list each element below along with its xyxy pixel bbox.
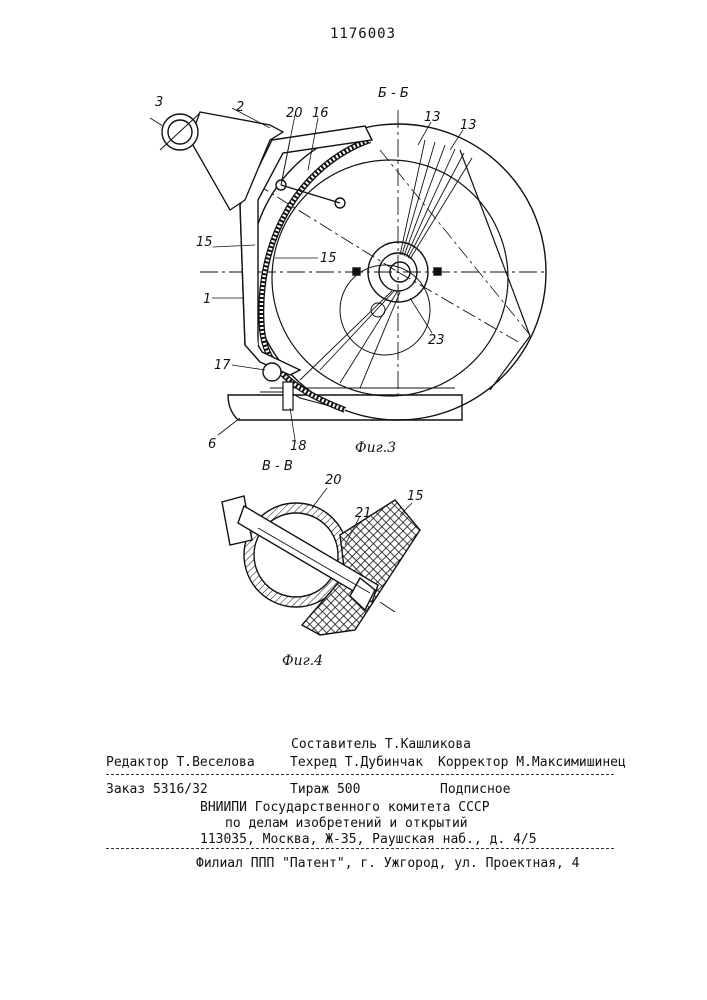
techred: Техред Т.Дубинчак [290,755,423,770]
section-label-b: Б - Б [378,86,409,101]
order: Заказ 5316/32 [106,782,208,797]
label-15a: 15 [196,235,213,250]
circulation: Тираж 500 [290,782,360,797]
label-3: 3 [155,95,163,110]
editor: Редактор Т.Веселова [106,755,255,770]
label-6: 6 [208,437,216,452]
caption-fig3: Фиг.3 [355,440,396,456]
label-13a: 13 [424,110,441,125]
org-line-2: по делам изобретений и открытий [225,816,468,831]
subscription: Подписное [440,782,510,797]
label-20-fig4: 20 [325,473,342,488]
label-16: 16 [312,106,329,121]
label-18: 18 [290,439,307,454]
inner-wheel [272,160,508,396]
patent-drawings: 3 2 20 16 Б - Б 13 13 15 15 1 23 17 6 18… [0,0,707,700]
label-17: 17 [214,358,231,373]
caption-fig4: Фиг.4 [282,653,323,669]
label-21: 21 [355,506,372,521]
label-15-fig4: 15 [407,489,424,504]
figure-3 [150,108,546,440]
label-23: 23 [428,333,445,348]
compiler: Составитель Т.Кашликова [291,737,471,752]
label-2: 2 [236,100,244,115]
org-line-1: ВНИИПИ Государственного комитета СССР [200,800,490,815]
divider [106,848,614,849]
branch: Филиал ППП "Патент", г. Ужгород, ул. Про… [196,856,580,871]
label-20: 20 [286,106,303,121]
divider [106,774,614,775]
label-1: 1 [203,292,211,307]
figure-4 [222,488,420,635]
section-label-v: В - В [262,459,293,474]
corrector: Корректор М.Максимишинец [438,755,626,770]
label-13b: 13 [460,118,477,133]
label-15b: 15 [320,251,337,266]
org-line-3: 113035, Москва, Ж-35, Раушская наб., д. … [200,832,537,847]
